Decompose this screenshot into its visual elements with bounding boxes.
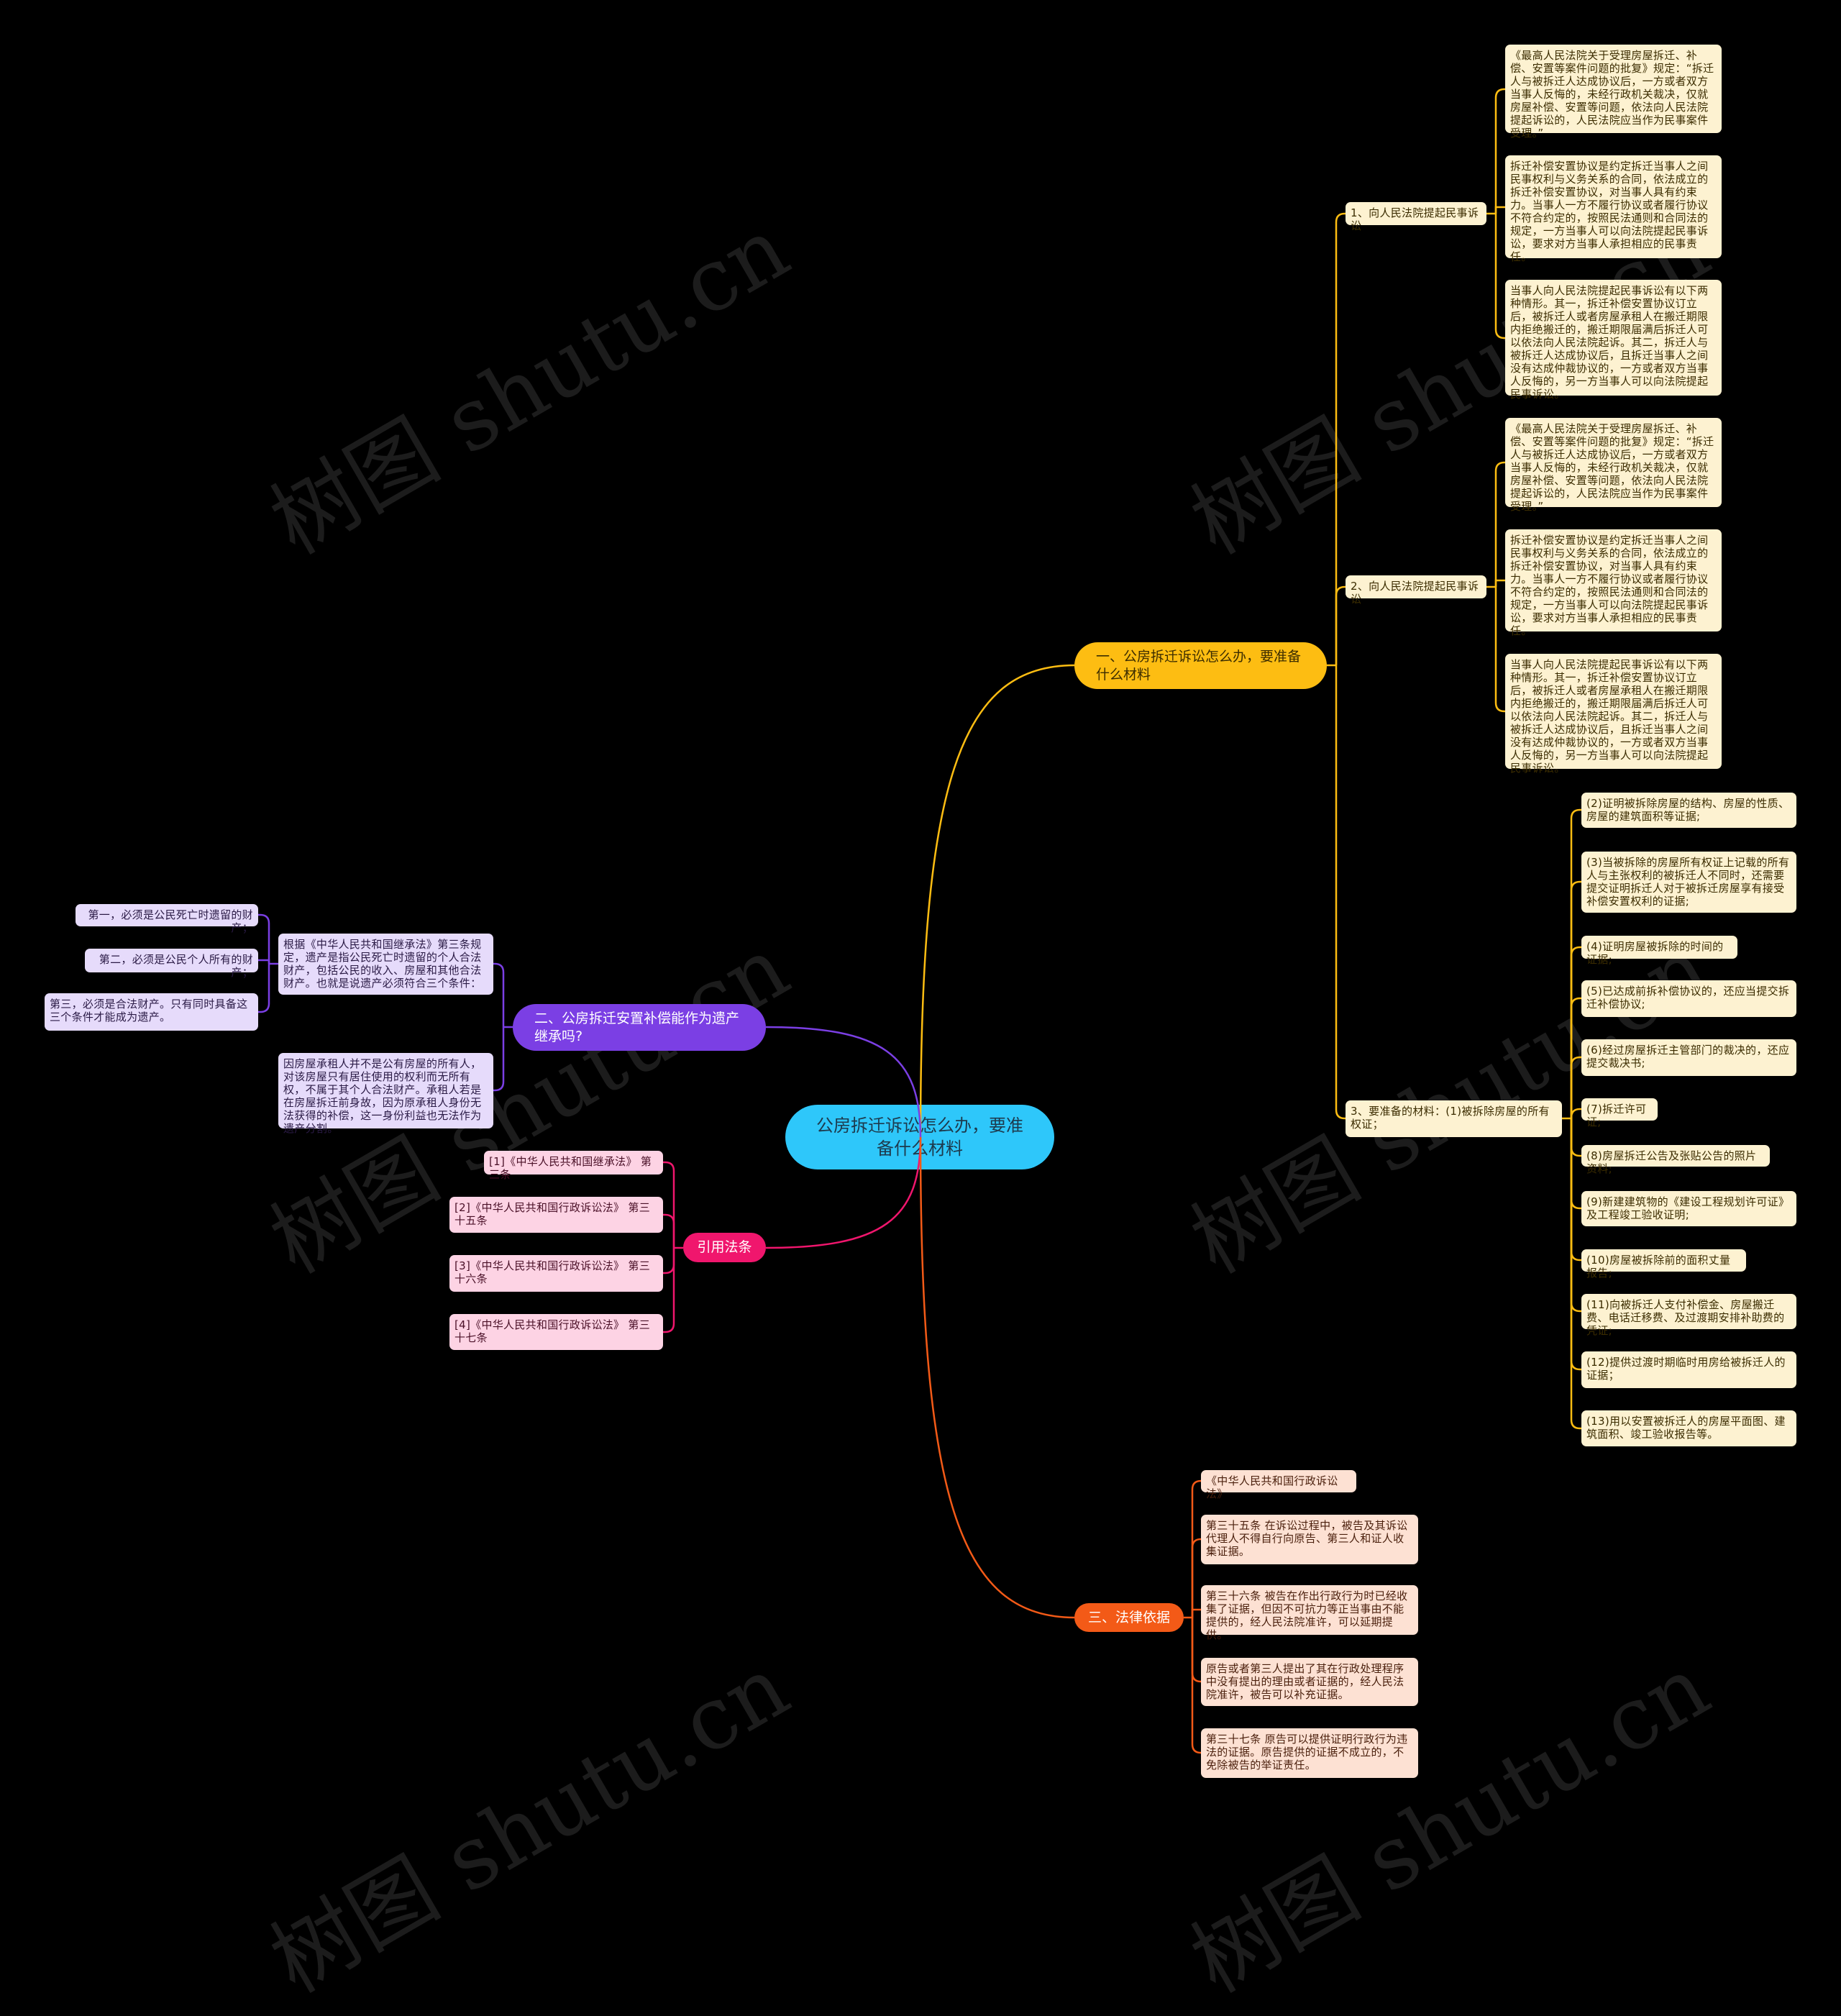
material-item[interactable]: (11)向被拆迁人支付补偿金、房屋搬迁费、电话迁移费、及过渡期安排补助费的凭证; [1581, 1294, 1796, 1337]
subtopic-label: 3、要准备的材料：(1)被拆除房屋的所有权证； [1351, 1105, 1550, 1131]
detail-box[interactable]: 当事人向人民法院提起民事诉讼有以下两种情形。其一，拆迁补偿安置协议订立后，被拆迁… [1505, 280, 1722, 401]
detail-box[interactable]: 《最高人民法院关于受理房屋拆迁、补偿、安置等案件问题的批复》规定：“拆迁人与被拆… [1505, 45, 1722, 140]
detail-box[interactable]: 《最高人民法院关于受理房屋拆迁、补偿、安置等案件问题的批复》规定：“拆迁人与被拆… [1505, 418, 1722, 513]
material-item[interactable]: (8)房屋拆迁公告及张贴公告的照片资料; [1581, 1145, 1770, 1175]
material-item[interactable]: (13)用以安置被拆迁人的房屋平面图、建筑面积、竣工验收报告等。 [1581, 1410, 1796, 1446]
bracket-connector [1191, 1608, 1201, 1618]
bracket-connector [1570, 1118, 1581, 1313]
branch-legal-basis[interactable]: 三、法律依据 [1074, 1603, 1184, 1632]
bracket-connector [1494, 461, 1505, 587]
reference-item[interactable]: [4]《中华人民共和国行政诉讼法》 第三十七条 [449, 1314, 663, 1350]
reference-item[interactable]: [2]《中华人民共和国行政诉讼法》 第三十五条 [449, 1197, 663, 1233]
bracket-connector [663, 1248, 675, 1333]
bracket-connector [1494, 206, 1505, 214]
bracket-connector [1191, 1618, 1202, 1683]
main-connector [919, 1136, 1075, 1619]
condition-item[interactable]: 第三，必须是合法财产。只有同时具备这三个条件才能成为遗产。 [45, 993, 258, 1031]
law-item[interactable]: 第三十六条 被告在作出行政行为时已经收集了证据，但因不可抗力等正当事由不能提供的… [1201, 1585, 1418, 1641]
branch-label: 三、法律依据 [1087, 1609, 1170, 1625]
material-item[interactable]: (10)房屋被拆除前的面积丈量报告; [1581, 1249, 1746, 1280]
bracket-connector [663, 1213, 675, 1248]
reference-item[interactable]: [1]《中华人民共和国继承法》 第三条 [484, 1151, 663, 1181]
bracket-connector [1570, 1118, 1581, 1430]
root-topic-label: 公房拆迁诉讼怎么办，要准备什么材料 [816, 1116, 1023, 1159]
inheritance-law-note[interactable]: 根据《中华人民共和国继承法》第三条规定，遗产是指公民死亡时遗留的个人合法财产，包… [278, 934, 493, 995]
subtopic-label: 2、向人民法院提起民事诉讼 [1351, 580, 1479, 606]
bracket-connector [1570, 1118, 1581, 1210]
condition-item[interactable]: 第一，必须是公民死亡时遗留的财产； [76, 904, 258, 934]
bracket-connector [1570, 1108, 1581, 1118]
branch-label: 一、公房拆迁诉讼怎么办，要准备什么材料 [1096, 648, 1302, 683]
subtopic-materials-list[interactable]: 3、要准备的材料：(1)被拆除房屋的所有权证； [1346, 1100, 1562, 1137]
material-item[interactable]: (4)证明房屋被拆除的时间的证据; [1581, 936, 1737, 966]
branch-materials[interactable]: 一、公房拆迁诉讼怎么办，要准备什么材料 [1074, 642, 1327, 689]
bracket-connector [1191, 1479, 1202, 1618]
law-item[interactable]: 《中华人民共和国行政诉讼法》 [1201, 1470, 1356, 1500]
watermark: 树图 shutu.cn [255, 199, 805, 574]
bracket-connector [1570, 1118, 1581, 1262]
bracket-connector [258, 913, 270, 964]
main-connector [919, 664, 1075, 1138]
law-item[interactable]: 第三十七条 原告可以提供证明行政行为违法的证据。原告提供的证据不成立的，不免除被… [1201, 1728, 1418, 1778]
material-item[interactable]: (3)当被拆除的房屋所有权证上记载的所有人与主张权利的被拆迁人不同时，还需要提交… [1581, 852, 1796, 913]
bracket-connector [1191, 1538, 1202, 1618]
branch-label: 二、公房拆迁安置补偿能作为遗产继承吗? [534, 1010, 740, 1044]
reference-item[interactable]: [3]《中华人民共和国行政诉讼法》 第三十六条 [449, 1255, 663, 1292]
bracket-connector [1335, 665, 1346, 1120]
material-item[interactable]: (6)经过房屋拆迁主管部门的裁决的，还应提交裁决书; [1581, 1039, 1796, 1076]
tenant-note[interactable]: 因房屋承租人并不是公有房屋的所有人，对该房屋只有居住使用的权利而无所有权，不属于… [278, 1053, 493, 1135]
bracket-connector [258, 959, 270, 964]
bracket-connector [1494, 579, 1505, 587]
root-topic[interactable]: 公房拆迁诉讼怎么办，要准备什么材料 [785, 1105, 1054, 1169]
material-item[interactable]: (5)已达成前拆补偿协议的，还应当提交拆迁补偿协议; [1581, 980, 1796, 1017]
bracket-connector [1570, 1118, 1581, 1157]
subtopic-civil-suit-1[interactable]: 1、向人民法院提起民事诉讼 [1346, 202, 1486, 232]
bracket-connector [663, 1161, 675, 1248]
subtopic-civil-suit-2[interactable]: 2、向人民法院提起民事诉讼 [1346, 575, 1486, 606]
law-item[interactable]: 原告或者第三人提出了其在行政处理程序中没有提出的理由或者证据的，经人民法院准许，… [1201, 1658, 1418, 1706]
detail-box[interactable]: 拆迁补偿安置协议是约定拆迁当事人之间民事权利与义务关系的合同，依法成立的拆迁补偿… [1505, 155, 1722, 263]
detail-box[interactable]: 当事人向人民法院提起民事诉讼有以下两种情形。其一，拆迁补偿安置协议订立后，被拆迁… [1505, 654, 1722, 775]
bracket-connector [1570, 1118, 1581, 1371]
law-item[interactable]: 第三十五条 在诉讼过程中，被告及其诉讼代理人不得自行向原告、第三人和证人收集证据… [1201, 1515, 1418, 1564]
condition-item[interactable]: 第二，必须是公民个人所有的财产； [85, 949, 258, 979]
bracket-connector [493, 962, 505, 1027]
material-item[interactable]: (2)证明被拆除房屋的结构、房屋的性质、房屋的建筑面积等证据; [1581, 793, 1796, 828]
material-item[interactable]: (7)拆迁许可证; [1581, 1098, 1658, 1128]
material-item[interactable]: (12)提供过渡时期临时用房给被拆迁人的证据； [1581, 1351, 1796, 1388]
subtopic-label: 1、向人民法院提起民事诉讼 [1351, 206, 1479, 232]
branch-references[interactable]: 引用法条 [683, 1233, 766, 1262]
bracket-connector [1335, 585, 1346, 665]
bracket-connector [663, 1248, 675, 1274]
material-item[interactable]: (9)新建建筑物的《建设工程规划许可证》及工程竣工验收证明; [1581, 1191, 1796, 1226]
branch-label: 引用法条 [697, 1239, 752, 1255]
bracket-connector [258, 964, 270, 1013]
watermark: 树图 shutu.cn [255, 1637, 805, 2012]
bracket-connector [1494, 587, 1505, 713]
branch-inheritance[interactable]: 二、公房拆迁安置补偿能作为遗产继承吗? [513, 1004, 766, 1051]
bracket-connector [1191, 1618, 1202, 1754]
detail-box[interactable]: 拆迁补偿安置协议是约定拆迁当事人之间民事权利与义务关系的合同，依法成立的拆迁补偿… [1505, 529, 1722, 637]
bracket-connector [1494, 88, 1505, 214]
